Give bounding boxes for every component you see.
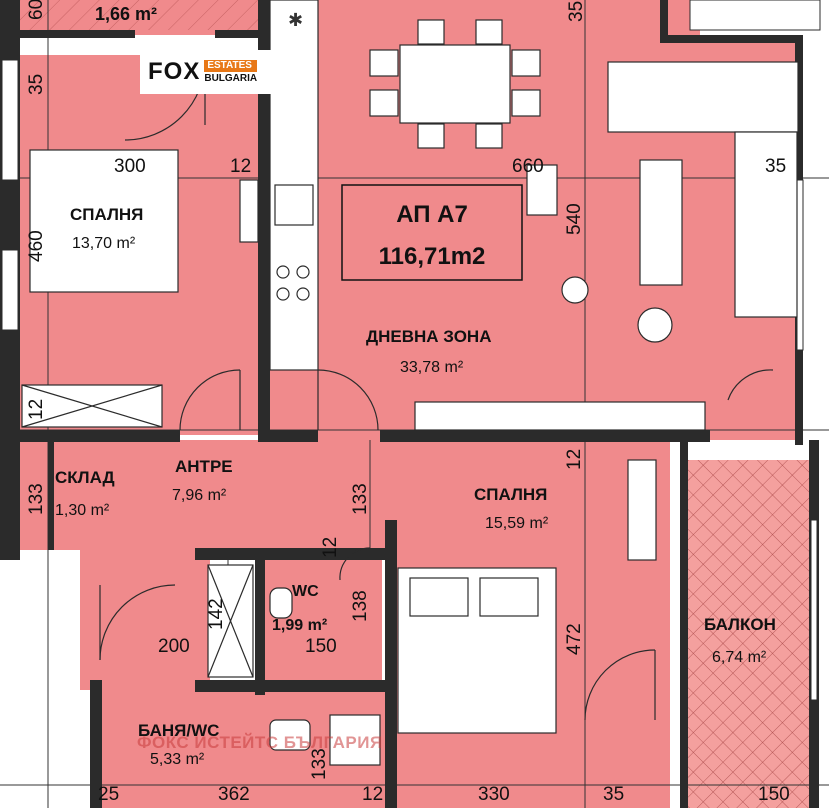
dim-330: 330 <box>478 784 510 805</box>
dim-35-left: 35 <box>26 74 47 95</box>
wc-area: 1,99 m² <box>272 617 327 634</box>
storage-name: СКЛАД <box>55 468 115 487</box>
hall-fill <box>20 440 390 550</box>
top-terrace-area: 1,66 m² <box>95 4 157 24</box>
dim-12-a: 12 <box>230 156 251 177</box>
dim-133-c: 133 <box>309 748 330 780</box>
dim-150-b: 150 <box>758 784 790 805</box>
logo-fox-text: FOX <box>148 58 201 85</box>
bedroom2-name: СПАЛНЯ <box>474 485 547 504</box>
tv-unit <box>414 401 706 431</box>
bed1 <box>29 149 179 293</box>
apartment-total-area: 116,71m2 <box>379 243 486 270</box>
dim-300: 300 <box>114 156 146 177</box>
sofa <box>607 61 799 133</box>
dimension-labels: 35 60 35 300 12 660 35 540 460 12 12 133… <box>26 0 790 805</box>
logo-brand: ESTATES BULGARIA <box>204 60 258 84</box>
wc-toilet <box>269 587 293 619</box>
logo-estates: ESTATES <box>204 60 258 72</box>
company-logo: FOX ESTATES BULGARIA <box>140 50 282 94</box>
dim-472: 472 <box>564 623 585 655</box>
bath-name: БАНЯ/WC <box>138 721 219 740</box>
dim-150-a: 150 <box>305 636 337 657</box>
bedroom1-name: СПАЛНЯ <box>70 205 143 224</box>
dim-133-a: 133 <box>26 483 47 515</box>
living-name: ДНЕВНА ЗОНА <box>366 327 491 346</box>
hall-name: АНТРЕ <box>175 457 233 476</box>
apartment-name: АП А7 <box>396 201 468 228</box>
dim-60: 60 <box>26 0 47 20</box>
dim-142: 142 <box>206 598 227 630</box>
top-terrace-hatch <box>20 0 265 30</box>
dining-table <box>399 44 511 124</box>
dim-200: 200 <box>158 636 190 657</box>
dim-12-c: 12 <box>564 449 585 470</box>
svg-text:✱: ✱ <box>288 10 303 30</box>
bedroom2-area: 15,59 m² <box>485 515 549 532</box>
dim-460: 460 <box>26 230 47 262</box>
dim-138: 138 <box>350 590 371 622</box>
apartment-label-box <box>341 184 523 281</box>
watermark-text: ФОКС ИСТЕЙТС БЪЛГАРИЯ <box>137 733 383 752</box>
balcony-area: 6,74 m² <box>712 649 767 666</box>
dim-12-b: 12 <box>26 399 47 420</box>
living-area: 33,78 m² <box>400 359 464 376</box>
bath-area: 5,33 m² <box>150 751 205 768</box>
wc-fill <box>262 555 382 685</box>
balcony-name: БАЛКОН <box>704 615 776 634</box>
dim-35-right: 35 <box>765 156 786 177</box>
windows <box>1 0 821 701</box>
dim-35-top: 35 <box>566 1 587 22</box>
wc-name: WC <box>292 583 319 600</box>
hall-lower-fill <box>80 550 210 690</box>
dim-12-d: 12 <box>320 537 341 558</box>
dim-540: 540 <box>564 203 585 235</box>
dim-660: 660 <box>512 156 544 177</box>
hall-area: 7,96 m² <box>172 487 227 504</box>
storage-area: 1,30 m² <box>55 502 110 519</box>
dim-35-bottom: 35 <box>603 784 624 805</box>
dim-25: 25 <box>98 784 119 805</box>
furniture <box>21 0 799 766</box>
dim-133-b: 133 <box>350 483 371 515</box>
balcony-hatch-2 <box>688 460 809 808</box>
room-labels: 1,66 m² СПАЛНЯ 13,70 m² ДНЕВНА ЗОНА 33,7… <box>55 4 776 768</box>
dim-362: 362 <box>218 784 250 805</box>
dim-12-e: 12 <box>362 784 383 805</box>
bedroom1-area: 13,70 m² <box>72 235 136 252</box>
logo-bulgaria: BULGARIA <box>204 73 258 84</box>
